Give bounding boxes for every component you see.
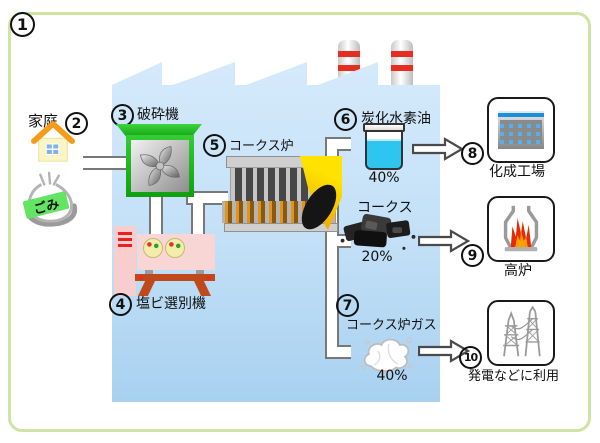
separator-number-badge: 4 (109, 293, 132, 316)
separator-window-icon (143, 238, 163, 258)
household-number-badge: 2 (65, 112, 88, 135)
separator-label: 塩ビ選別機 (136, 296, 206, 312)
coke-oven-number-badge: 5 (203, 134, 226, 157)
blast-furnace-number-badge: 9 (461, 244, 484, 267)
coke-percent: 20% (361, 249, 393, 265)
crusher-number-badge: 3 (111, 104, 134, 127)
separator-foot (145, 270, 153, 275)
pipe-inner (193, 193, 203, 251)
coke-oven-machine (222, 154, 344, 236)
pipe-inner (327, 139, 337, 357)
power-pylon-icon (487, 300, 555, 366)
pipe-inner (327, 139, 351, 149)
blast-furnace-icon (487, 196, 555, 262)
gas-percent: 40% (376, 368, 408, 384)
separator-foot (196, 270, 204, 275)
coke-oven-label: コークス炉 (229, 139, 294, 154)
gas-label: コークス炉ガス (346, 318, 437, 333)
pipe-inner (83, 158, 130, 168)
figure-number-badge: 1 (10, 12, 35, 37)
gas-number-badge: 7 (336, 294, 359, 317)
pipe-inner (327, 236, 351, 246)
coke-label: コークス (357, 200, 413, 216)
separator-machine (137, 234, 215, 270)
arrow-right-icon (417, 229, 471, 257)
chemical-plant-number-badge: 8 (461, 142, 484, 165)
chemical-plant-label: 化成工場 (489, 164, 545, 180)
pipe-inner (188, 193, 228, 203)
chemical-plant-icon (487, 97, 555, 163)
page-frame (8, 12, 591, 432)
separator-window-icon (165, 238, 185, 258)
house-icon (30, 121, 76, 169)
coke-lumps-icon (336, 210, 422, 260)
crusher-label: 破砕機 (137, 107, 179, 123)
oil-number-badge: 6 (334, 108, 357, 131)
separator-stand (135, 274, 215, 281)
pipe-inner (327, 347, 351, 357)
gas-cloud-icon (358, 331, 416, 381)
oil-jar-icon (363, 123, 405, 170)
pipe-inner (151, 194, 161, 246)
power-number-badge: 10 (459, 346, 482, 369)
power-label: 発電などに利用 (468, 369, 560, 384)
oil-percent: 40% (368, 170, 400, 186)
blast-furnace-label: 高炉 (504, 263, 532, 279)
crusher-machine (126, 135, 194, 197)
shredder-blade-icon (140, 146, 180, 186)
separator-cabinet (114, 226, 136, 296)
chimney-icon (391, 40, 413, 86)
crusher-hopper (116, 124, 202, 137)
arrow-right-icon (411, 137, 465, 165)
